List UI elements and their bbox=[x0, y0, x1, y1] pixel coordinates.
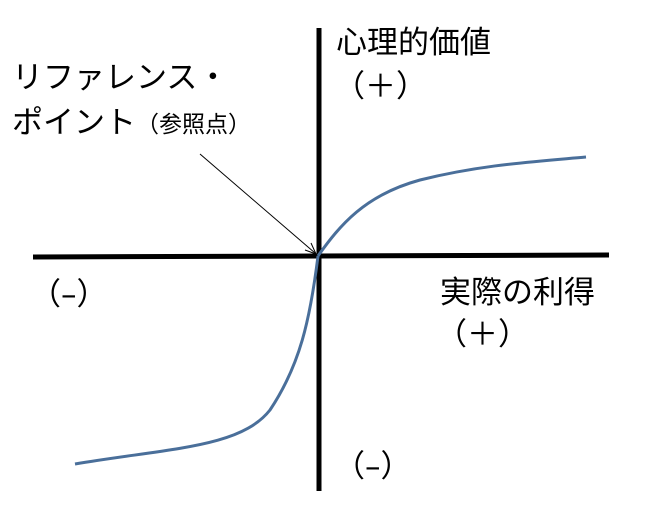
reference-point-arrow bbox=[199, 153, 316, 254]
x-axis-title: 実際の利得 bbox=[440, 275, 595, 311]
y-axis-title: 心理的価値 bbox=[336, 25, 491, 61]
reference-point-paren-label: （参照点） bbox=[136, 112, 251, 138]
reference-point-label-line2: ポイント bbox=[12, 105, 136, 141]
arrowhead-icon bbox=[304, 242, 317, 255]
y-axis-positive-label: （＋） bbox=[334, 69, 427, 105]
x-axis bbox=[32, 252, 610, 260]
y-axis-negative-label: （–） bbox=[334, 449, 412, 485]
x-axis-positive-label: （＋） bbox=[436, 317, 529, 353]
reference-point-label-line1: リファレンス・ bbox=[12, 60, 229, 96]
value-curve-gains bbox=[316, 155, 587, 257]
x-axis-negative-label: （–） bbox=[30, 277, 108, 313]
value-curve-losses bbox=[74, 255, 320, 466]
